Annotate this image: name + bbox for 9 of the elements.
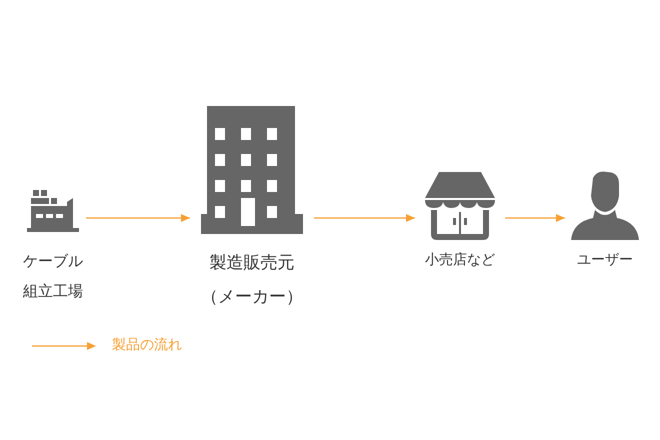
node-label: 製造販売元 <box>210 252 294 275</box>
node-label: ユーザー <box>577 251 633 270</box>
node-label: ケーブル組立工場 <box>22 251 84 302</box>
arrow <box>505 214 565 222</box>
node-label: （メーカー） <box>201 286 303 309</box>
arrow <box>86 214 190 222</box>
arrow <box>314 214 415 222</box>
node-label: 小売店など <box>425 251 495 270</box>
legend-label: 製品の流れ <box>112 336 182 355</box>
